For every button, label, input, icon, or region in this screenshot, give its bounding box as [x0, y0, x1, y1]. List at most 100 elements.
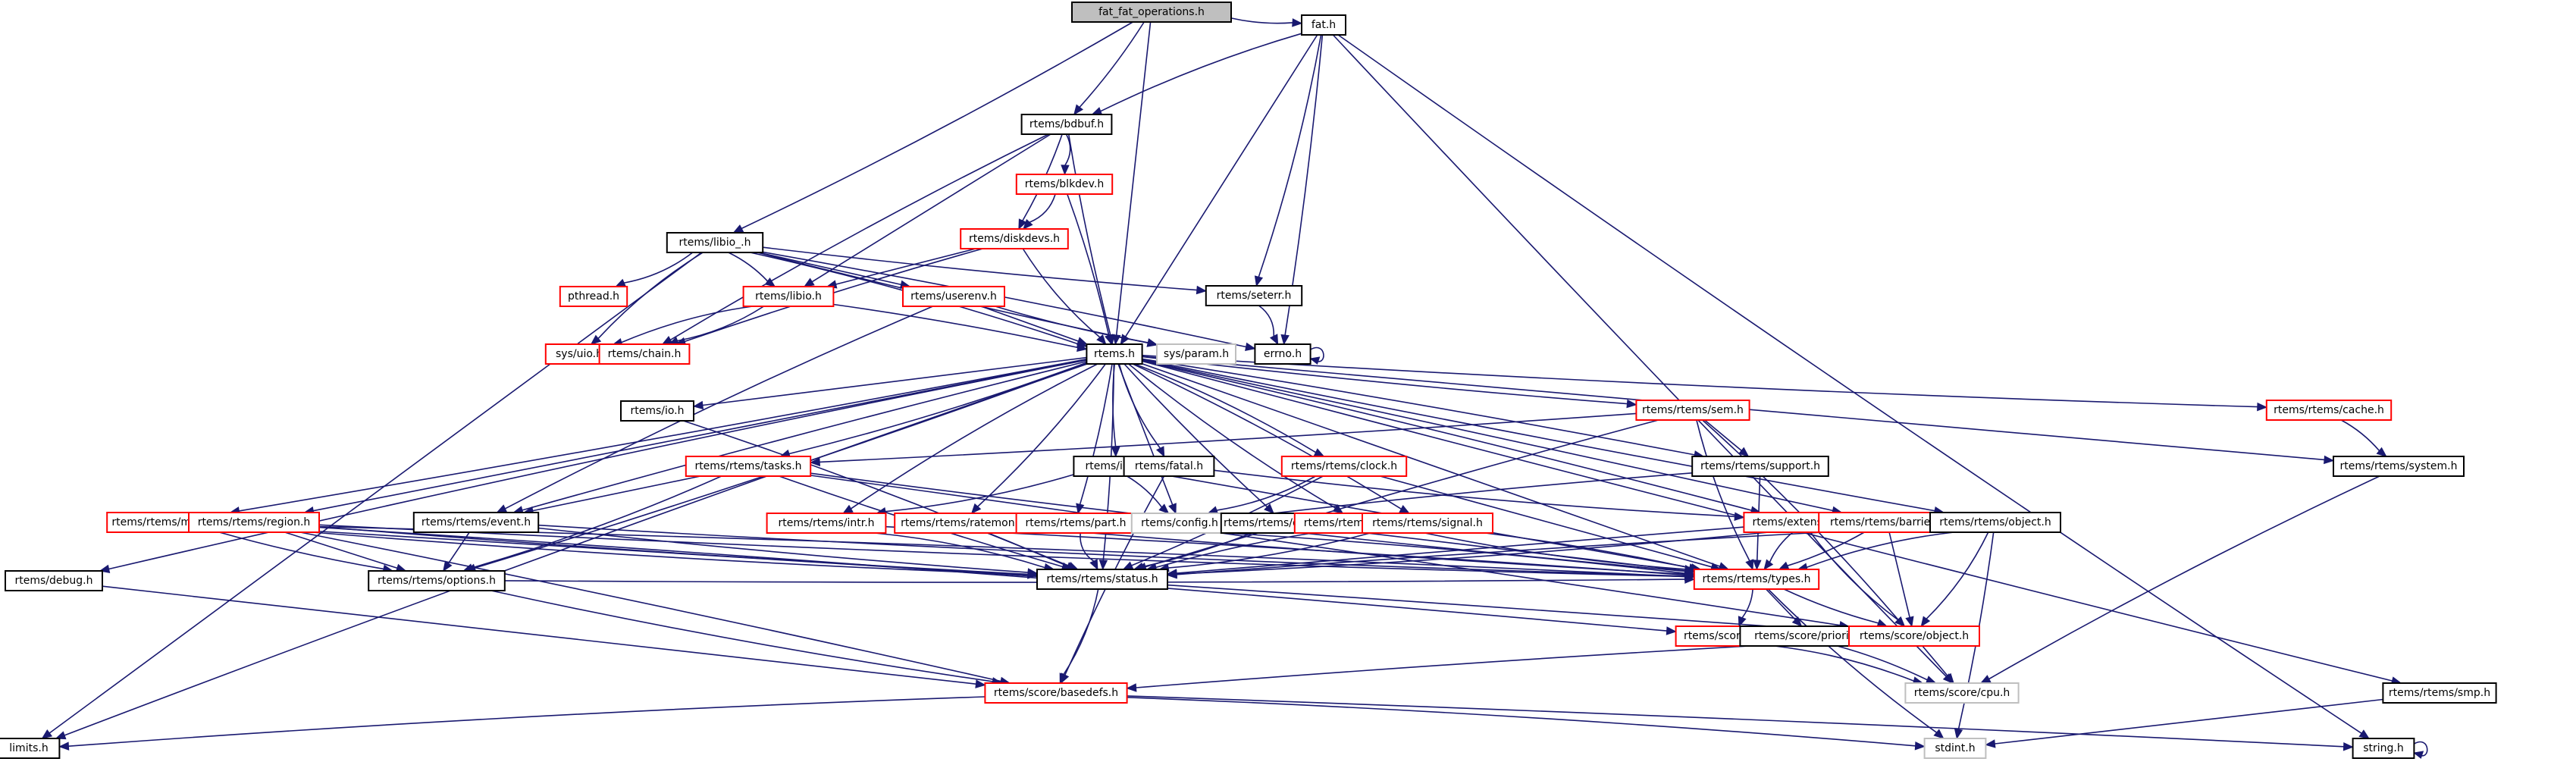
- node-box: [1130, 513, 1229, 534]
- edge-line: [1419, 531, 1685, 570]
- edge-line: [1136, 639, 1850, 688]
- arrowhead-icon: [1791, 616, 1803, 627]
- edge-line: [1064, 133, 1071, 166]
- edge-line: [1030, 527, 1685, 575]
- arrowhead-icon: [1753, 560, 1762, 571]
- edge-rtems-h-to-rtems-rtems-tasks-h: [779, 362, 1087, 458]
- arrowhead-icon: [1091, 107, 1103, 115]
- edge-line: [1118, 363, 1161, 449]
- node-rtems-rtems-region-h[interactable]: rtems/rtems/region.h: [188, 512, 320, 533]
- edge-rtems-h-to-rtems-rtems-ratemon-h: [970, 363, 1106, 514]
- edge-rtems-h-to-rtems-rtems-signal-h: [1132, 363, 1411, 514]
- node-rtems-io-h[interactable]: rtems/io.h: [620, 400, 694, 422]
- node-rtems-h[interactable]: rtems.h: [1086, 343, 1143, 365]
- node-rtems-debug-h[interactable]: rtems/debug.h: [5, 570, 103, 591]
- node-label: rtems/rtems/cache.h: [2274, 404, 2384, 416]
- node-rtems-rtems-ratemon-h[interactable]: rtems/rtems/ratemon.h: [894, 513, 1032, 534]
- node-rtems-rtems-clock-h[interactable]: rtems/rtems/clock.h: [1280, 456, 1408, 477]
- edge-line: [1022, 248, 1101, 338]
- edge-rtems-rtems-region-h-to-rtems-score-heap-h: [318, 526, 1677, 635]
- node-rtems-diskdevs-h[interactable]: rtems/diskdevs.h: [960, 228, 1069, 249]
- node-label: limits.h: [9, 742, 48, 754]
- arrowhead-icon: [803, 277, 815, 287]
- node-box: [598, 343, 691, 365]
- arrowhead-icon: [1098, 560, 1108, 571]
- edge-line: [1142, 359, 1935, 512]
- edge-rtems-rtems-event-h-to-rtems-rtems-options-h: [443, 531, 470, 572]
- node-rtems-blkdev-h[interactable]: rtems/blkdev.h: [1015, 174, 1114, 195]
- edge-line: [763, 246, 1197, 291]
- node-label: rtems/rtems/signal.h: [1372, 517, 1483, 529]
- node-rtems-userenv-h[interactable]: rtems/userenv.h: [902, 286, 1005, 307]
- node-rtems-rtems-types-h[interactable]: rtems/rtems/types.h: [1693, 569, 1820, 590]
- node-limits-h[interactable]: limits.h: [0, 738, 61, 759]
- arrowhead-icon: [1018, 218, 1027, 230]
- node-label: rtems/debug.h: [15, 575, 93, 587]
- node-box: [1904, 682, 2020, 704]
- arrowhead-icon: [1111, 447, 1120, 458]
- arrowhead-icon: [1734, 512, 1745, 522]
- edge-line: [447, 531, 470, 564]
- node-sys-param-h[interactable]: sys/param.h: [1156, 343, 1236, 365]
- arrowhead-icon: [1023, 218, 1033, 230]
- node-rtems-libio-h[interactable]: rtems/libio_.h: [666, 232, 764, 253]
- node-label: fat.h: [1312, 19, 1336, 31]
- node-rtems-rtems-options-h[interactable]: rtems/rtems/options.h: [368, 570, 506, 591]
- node-rtems-rtems-system-h[interactable]: rtems/rtems/system.h: [2333, 456, 2465, 477]
- node-rtems-fatal-h[interactable]: rtems/fatal.h: [1123, 456, 1215, 477]
- edge-rtems-bdbuf-h-to-rtems-libio-h: [803, 133, 1051, 287]
- arrowhead-icon: [1313, 448, 1325, 457]
- arrowhead-icon: [2343, 742, 2354, 751]
- node-rtems-rtems-status-h[interactable]: rtems/rtems/status.h: [1036, 569, 1168, 590]
- arrowhead-icon: [1684, 575, 1696, 584]
- node-box: [1205, 285, 1303, 306]
- arrowhead-icon: [1264, 503, 1274, 514]
- edge-line: [788, 362, 1087, 455]
- node-string-h[interactable]: string.h: [2352, 738, 2415, 759]
- arrowhead-icon: [1914, 741, 1926, 751]
- arrowhead-icon: [1254, 275, 1264, 287]
- node-rtems-rtems-sem-h[interactable]: rtems/rtems/sem.h: [1635, 400, 1750, 421]
- edge-rtems-rtems-clock-h-to-rtems-config-h: [1207, 475, 1316, 515]
- edge-rtems-rtems-types-h-to-rtems-score-priority-h: [1765, 588, 1803, 627]
- node-fat-h[interactable]: fat.h: [1301, 14, 1346, 36]
- edge-rtems-rtems-sem-h-to-rtems-rtems-support-h: [1704, 419, 1750, 457]
- edge-line: [1127, 695, 2344, 748]
- edge-rtems-score-priority-h-to-rtems-score-cpu-h: [1837, 645, 1937, 684]
- edge-line: [1079, 21, 1145, 108]
- node-rtems-score-object-h[interactable]: rtems/score/object.h: [1848, 625, 1980, 647]
- arrowhead-icon: [2358, 729, 2370, 739]
- edge-line: [1807, 531, 1954, 568]
- edge-line: [532, 475, 701, 512]
- node-rtems-rtems-part-h[interactable]: rtems/rtems/part.h: [1015, 513, 1136, 534]
- node-pthread-h[interactable]: pthread.h: [559, 286, 628, 307]
- node-rtems-rtems-cache-h[interactable]: rtems/rtems/cache.h: [2265, 400, 2393, 421]
- node-errno-h[interactable]: errno.h: [1254, 343, 1312, 365]
- node-fat-fat-operations-h: fat_fat_operations.h: [1071, 2, 1232, 23]
- node-rtems-rtems-event-h[interactable]: rtems/rtems/event.h: [412, 512, 540, 533]
- arrowhead-icon: [1944, 673, 1954, 684]
- edge-line: [621, 306, 753, 343]
- node-rtems-config-h[interactable]: rtems/config.h: [1130, 513, 1229, 534]
- node-rtems-rtems-tasks-h[interactable]: rtems/rtems/tasks.h: [685, 456, 812, 477]
- node-rtems-seterr-h[interactable]: rtems/seterr.h: [1205, 285, 1303, 306]
- edge-rtems-score-heap-h-to-rtems-score-cpu-h: [1774, 645, 1924, 685]
- nodes-layer: fat_fat_operations.h fat.h rtems/bdbuf.h rt…: [0, 2, 2497, 759]
- node-label: rtems/rtems/object.h: [1939, 516, 2051, 528]
- node-rtems-score-cpu-h[interactable]: rtems/score/cpu.h: [1904, 682, 2020, 704]
- node-rtems-libio-h[interactable]: rtems/libio.h: [742, 286, 835, 307]
- node-box: [1929, 512, 2061, 533]
- arrowhead-icon: [1076, 343, 1088, 353]
- node-rtems-rtems-object-h[interactable]: rtems/rtems/object.h: [1929, 512, 2061, 533]
- node-rtems-rtems-intr-h[interactable]: rtems/rtems/intr.h: [766, 513, 887, 534]
- edge-line: [1067, 193, 1110, 336]
- node-rtems-rtems-support-h[interactable]: rtems/rtems/support.h: [1691, 456, 1829, 477]
- node-rtems-bdbuf-h[interactable]: rtems/bdbuf.h: [1020, 114, 1113, 135]
- node-rtems-rtems-signal-h[interactable]: rtems/rtems/signal.h: [1362, 513, 1493, 534]
- arrowhead-icon: [1763, 559, 1774, 571]
- node-stdint-h[interactable]: stdint.h: [1923, 738, 1987, 759]
- edge-rtems-rtems-types-h-to-rtems-score-heap-h: [1738, 588, 1753, 628]
- node-rtems-rtems-smp-h[interactable]: rtems/rtems/smp.h: [2382, 682, 2497, 704]
- node-rtems-score-basedefs-h[interactable]: rtems/score/basedefs.h: [984, 682, 1128, 704]
- node-rtems-chain-h[interactable]: rtems/chain.h: [598, 343, 691, 365]
